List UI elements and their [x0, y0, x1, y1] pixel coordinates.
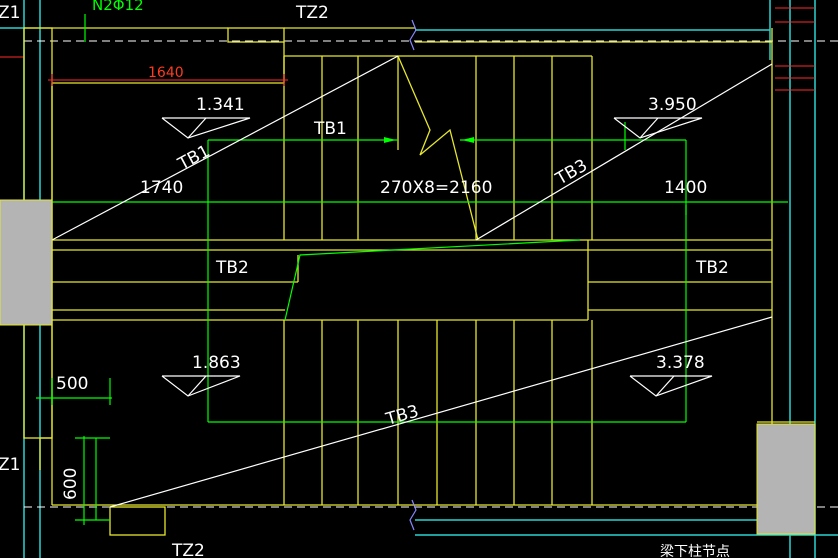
label-tz2-bottom: TZ2: [171, 541, 205, 558]
green-lines: [36, 14, 788, 525]
label-tz2-top: TZ2: [295, 3, 329, 23]
lower-treads: [283, 320, 593, 505]
dim-1740: 1740: [140, 178, 183, 198]
label-tb2-left: TB2: [215, 258, 249, 278]
right-column: [756, 423, 816, 535]
label-z1-bottom: Z1: [0, 455, 20, 475]
elevation-3950: 3.950: [648, 95, 697, 115]
label-bottom-note: 梁下柱节点: [660, 544, 730, 558]
break-symbol: [397, 55, 479, 241]
rebar-hatch: [0, 7, 815, 91]
dim-1640-line: [48, 74, 288, 86]
break-marks: [409, 19, 417, 531]
label-tb3-bottom: TB3: [383, 402, 421, 431]
elevation-1341: 1.341: [196, 95, 245, 115]
label-rebar-note: N2Φ12: [92, 0, 144, 14]
stair-slope-lines: [51, 55, 773, 508]
dim-600: 600: [61, 468, 81, 500]
elevation-1863: 1.863: [192, 353, 241, 373]
elevation-3378: 3.378: [656, 353, 705, 373]
label-tb3-top: TB3: [552, 156, 591, 190]
dim-500: 500: [56, 374, 88, 394]
left-column: [0, 199, 53, 326]
dim-1640: 1640: [148, 65, 184, 81]
upper-treads: [283, 56, 593, 240]
label-tb1-mid: TB1: [313, 119, 347, 139]
label-tb2-right: TB2: [695, 258, 729, 278]
label-z1-top: Z1: [0, 3, 20, 23]
dim-steps: 270X8=2160: [380, 178, 492, 198]
dim-1400: 1400: [664, 178, 707, 198]
dimension-arrows: [384, 137, 474, 143]
elevation-markers: [161, 117, 713, 397]
